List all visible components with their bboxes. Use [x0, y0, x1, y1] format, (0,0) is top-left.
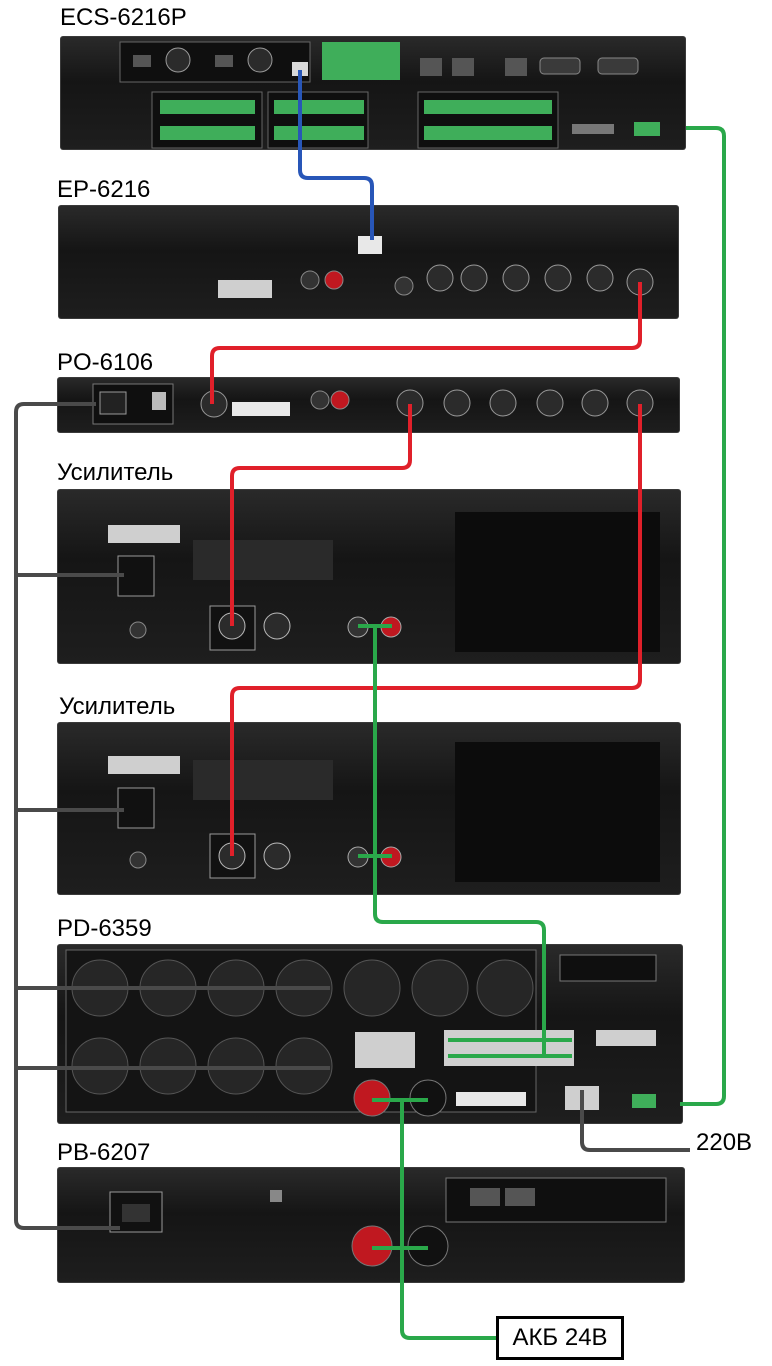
pb-details	[109, 1177, 667, 1267]
blue-ecs-to-ep	[298, 70, 374, 240]
device-ep-6216	[58, 205, 679, 319]
power-cable-main	[14, 402, 120, 1230]
pd-details	[65, 949, 657, 1117]
label-amplifier-1: Усилитель	[57, 459, 174, 486]
red-ep-to-po	[210, 282, 642, 404]
po-details	[92, 383, 654, 425]
power-wiring	[14, 402, 690, 1230]
green-amps-to-pd	[373, 626, 546, 1056]
battery-24v-box: АКБ 24В	[496, 1316, 624, 1360]
ep-details	[218, 236, 654, 298]
label-po-6106: PO-6106	[57, 349, 154, 376]
red-po-to-amp2	[230, 404, 642, 856]
green-ecs-to-pd	[680, 126, 726, 1106]
green-battery-feed	[400, 1100, 496, 1340]
ecs-details	[119, 41, 660, 149]
label-pd-6359: PD-6359	[57, 915, 152, 942]
label-mains-220v: 220В	[696, 1129, 753, 1156]
label-amplifier-2: Усилитель	[59, 693, 176, 720]
label-pb-6207: PB-6207	[57, 1139, 151, 1166]
amp2-details	[108, 742, 660, 882]
label-ecs-6216p: ECS-6216P	[60, 4, 187, 31]
power-cable-220v	[580, 1090, 690, 1152]
battery-label: АКБ 24В	[512, 1324, 608, 1351]
audio-wiring-red	[210, 282, 642, 856]
red-po-to-amp1	[230, 404, 412, 626]
label-ep-6216: EP-6216	[57, 176, 151, 203]
amp1-details	[108, 512, 660, 652]
